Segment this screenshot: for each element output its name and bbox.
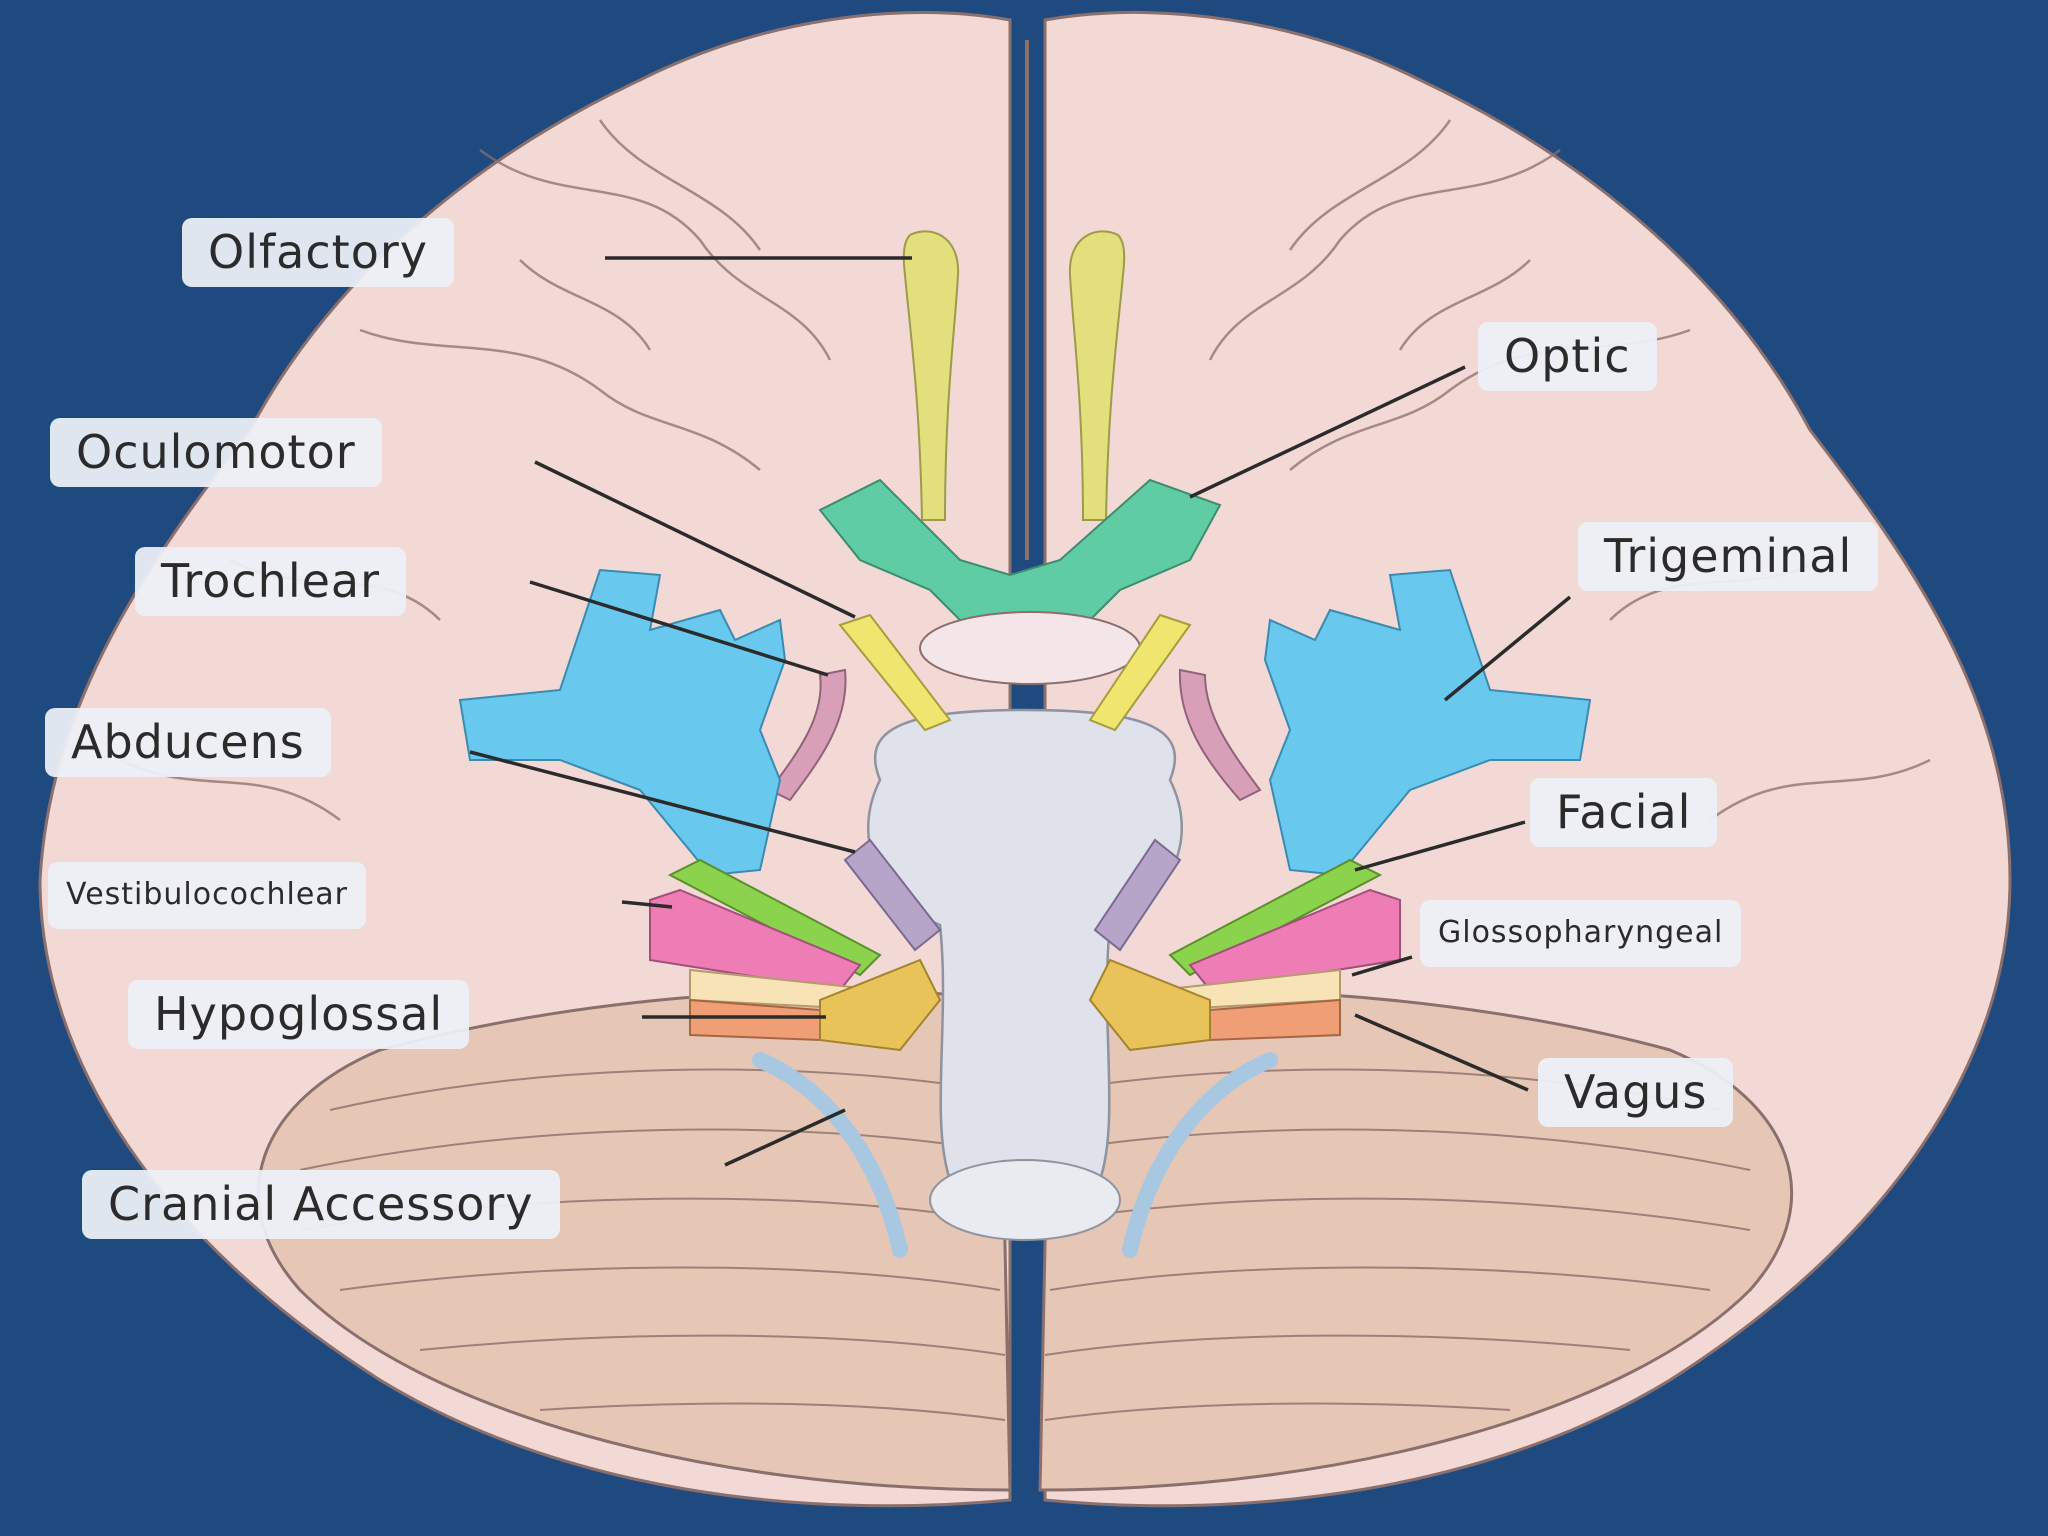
hypoglossal-label: Hypoglossal — [128, 980, 470, 1049]
vagus-leader — [1354, 1013, 1529, 1092]
vestibulocochlear-leader — [621, 900, 673, 909]
abducens-leader — [469, 750, 856, 854]
glossopharyngeal-leader — [1351, 955, 1413, 977]
glossopharyngeal-label: Glossopharyngeal — [1420, 900, 1742, 967]
optic-label: Optic — [1478, 322, 1657, 391]
olfactory-label: Olfactory — [182, 218, 454, 287]
abducens-label: Abducens — [45, 708, 331, 777]
optic-leader — [1189, 365, 1466, 499]
brainstem — [866, 708, 1184, 1182]
trochlear-leader — [529, 580, 829, 677]
facial-label: Facial — [1530, 778, 1718, 847]
vagus-nerves — [689, 998, 1341, 1042]
oculomotor-leader — [534, 460, 856, 619]
vagus-label: Vagus — [1538, 1058, 1734, 1127]
cranial-accessory-label: Cranial Accessory — [82, 1170, 560, 1239]
trochlear-label: Trochlear — [135, 547, 407, 616]
oculomotor-label: Oculomotor — [50, 418, 382, 487]
cranial-accessory-leader — [724, 1108, 846, 1167]
vestibulocochlear-label: Vestibulocochlear — [48, 862, 366, 929]
accessory-nerves — [752, 1052, 1278, 1258]
hypoglossal-nerves — [819, 958, 1211, 1052]
oculomotor-nerves — [838, 613, 1192, 732]
trochlear-nerves — [768, 668, 1262, 802]
abducens-nerves — [843, 838, 1182, 952]
spinal-cord-section — [929, 1159, 1121, 1241]
olfactory-nerves — [902, 230, 1126, 521]
leader-lines — [469, 256, 1572, 1167]
trigeminal-label: Trigeminal — [1578, 522, 1879, 591]
optic-chiasm — [818, 478, 1222, 621]
facial-leader — [1354, 820, 1526, 872]
vestibulocochlear-nerves — [649, 888, 1401, 992]
trigeminal-leader — [1443, 595, 1572, 702]
pituitary — [919, 611, 1141, 685]
